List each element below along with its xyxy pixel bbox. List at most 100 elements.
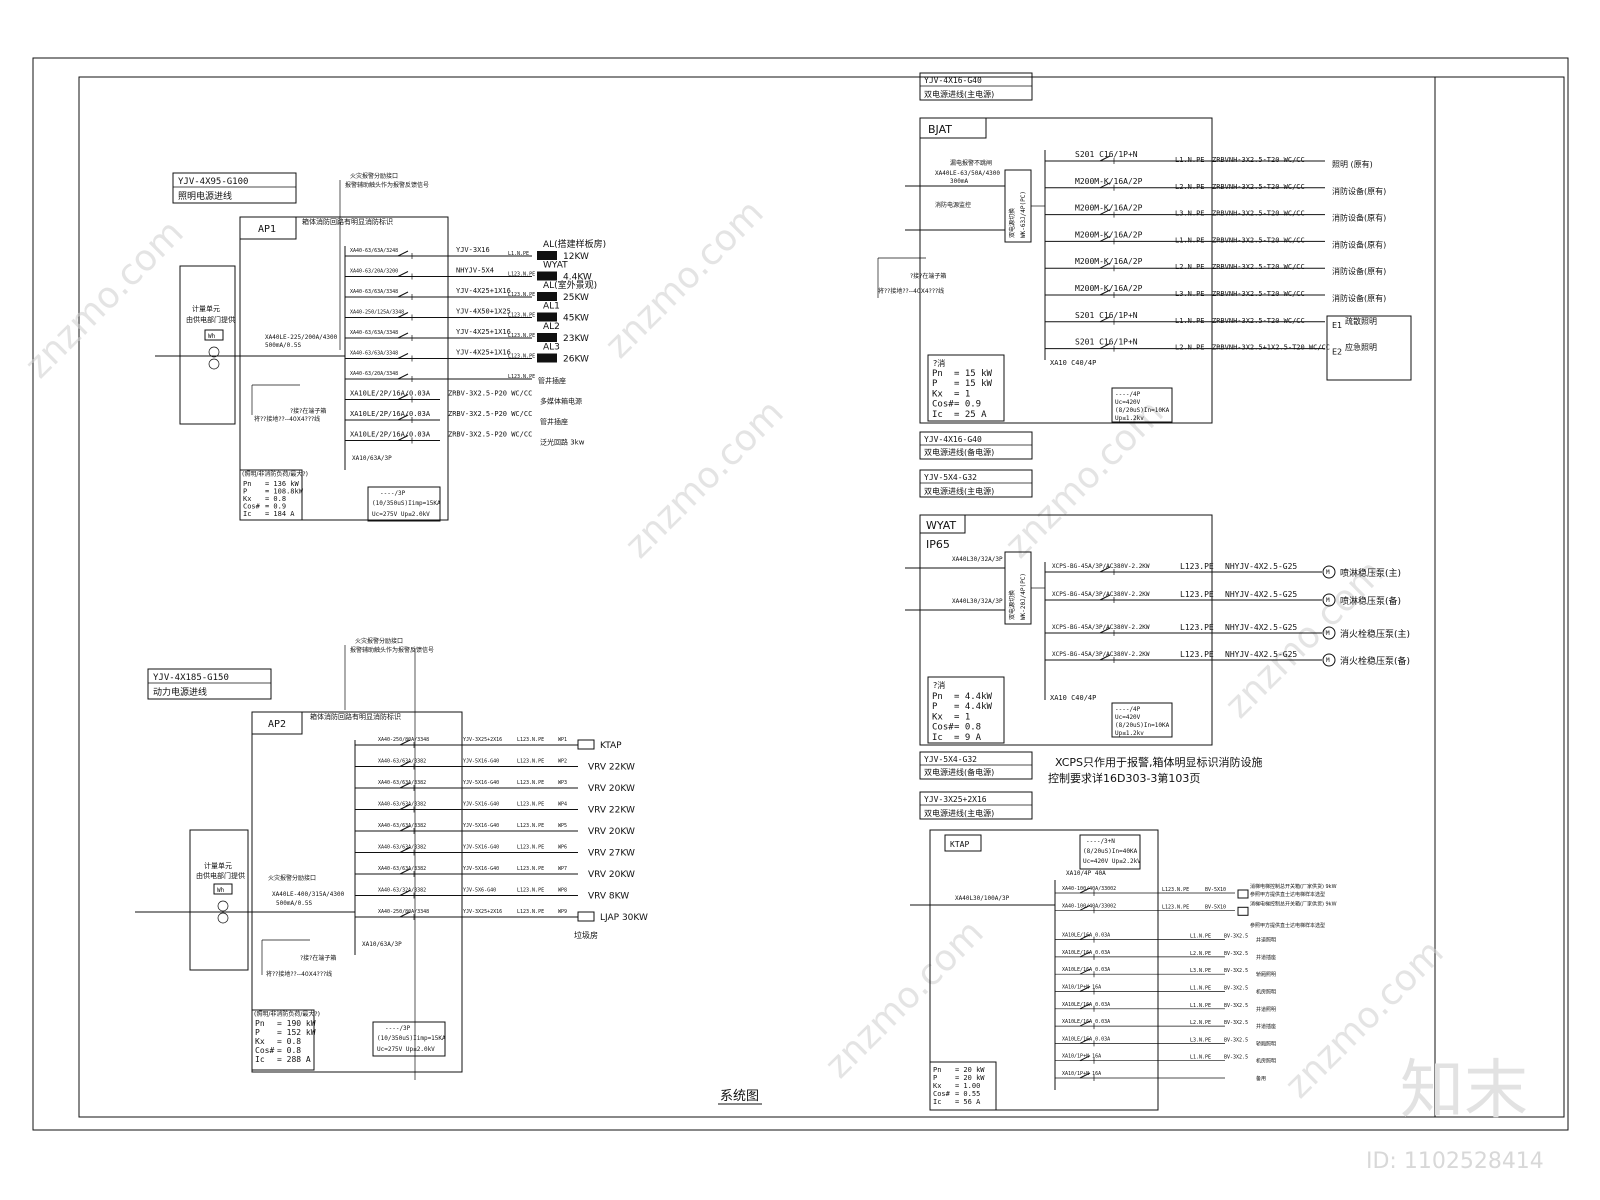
incoming-cable: YJV-4X185-G150 (153, 673, 229, 683)
circuit-phase: L2.N.PE (1175, 344, 1205, 352)
calc-key: Pn (243, 480, 251, 488)
calc-value: = 0.8 (277, 1037, 301, 1046)
circuit-cable: BV-3X2.5 (1224, 968, 1248, 974)
circuit-phase: L123.N.PE (1162, 904, 1189, 910)
circuit-load: VRV 20KW (588, 870, 635, 880)
circuit-load: AL(搭建样板房) (543, 238, 606, 250)
circuit-cable: NHYJV-4X2.5-G25 (1225, 562, 1297, 571)
spd-breaker: XA10/63A/3P (362, 941, 402, 948)
panel-label: BJAT (928, 123, 952, 136)
circuit-cable: YJV-5X16-G40 (463, 845, 499, 851)
circuit-phase: L123.N.PE (508, 313, 535, 319)
circuit-breaker: XCPS-BG-45A/3P/AC380V-2.2KW (1052, 624, 1150, 631)
leak-note: 300mA (950, 178, 968, 185)
circuit-breaker: XA40-63/63A/3382 (378, 866, 426, 872)
circuit-load: 喷淋稳压泵(备) (1340, 595, 1401, 607)
panel-wyat: YJV-5X4-G32 双电源进线(主电源) WYAT IP65 XA40L30… (905, 469, 1410, 785)
circuit-breaker: S201 C16/1P+N (1075, 311, 1138, 320)
breaker-symbol (399, 868, 411, 875)
circuit-code: WP7 (558, 866, 567, 872)
panel-header-note: 箱体消防回路有明显消防标识 (302, 217, 393, 226)
watermark-text: znzmo.com (817, 912, 991, 1086)
breaker-symbol (1099, 594, 1111, 601)
circuit-phase: L123.PE (1180, 650, 1214, 659)
circuit-load: 机房照明 (1256, 1058, 1276, 1065)
circuit-breaker: XA10LE/16A 0.03A (1062, 1002, 1110, 1008)
breaker-symbol (1079, 1020, 1091, 1027)
load-marker (537, 271, 557, 281)
breaker-symbol (1079, 1055, 1091, 1062)
wh-meter (213, 883, 233, 895)
load-box (577, 911, 595, 922)
fire-note: 火灾报警分励接口 (268, 874, 316, 882)
calc-value: = 1.00 (955, 1082, 980, 1090)
panel-label-box (944, 834, 982, 852)
calc-value: = 1 (954, 389, 970, 399)
breaker-symbol (1099, 182, 1111, 189)
spd-spec: (10/350uS)Iimp=15KA (372, 500, 441, 507)
drawing-title: 系统图 (720, 1089, 759, 1104)
wh-meter-label: Wh (217, 887, 225, 894)
circuit-cable: YJV-5X16-G40 (463, 802, 499, 808)
circuit-phase: L1.N.PE (1190, 986, 1211, 992)
circuit-breaker: XA10LE/16A 0.03A (1062, 933, 1110, 939)
ats-side: 双电源切换 (1008, 208, 1016, 238)
circuit-phase: L1.N.PE (1190, 934, 1211, 940)
circuit-breaker: XA10LE/16A 0.03A (1062, 1036, 1110, 1042)
calc-value: = 152 kW (277, 1028, 316, 1037)
circuit-load: VRV 22KW (588, 763, 635, 773)
circuit-breaker: M200M-K/16A/2P (1075, 257, 1143, 266)
breaker-symbol (397, 312, 409, 318)
circuit-load: LJAP 30KW (600, 913, 648, 923)
circuit-breaker: XA40-250/125A/3348 (350, 310, 404, 316)
breaker-symbol (1079, 904, 1091, 911)
circuit-phase: L3.N.PE (1190, 968, 1211, 974)
circuit-cable: NHYJV-5X4 (456, 267, 494, 275)
fire-note: 火灾报警分励接口 (350, 172, 398, 180)
breaker-symbol (399, 890, 411, 896)
circuit-breaker: S201 C16/1P+N (1075, 338, 1138, 347)
outer-frame (32, 57, 1569, 1131)
circuit-cable: ZRBVNH-3X2.5-T20 WC/CC (1212, 290, 1305, 298)
spd-breaker: XA10 C40/4P (1050, 694, 1096, 702)
calc-key: Cos# (243, 503, 261, 511)
panel-label-box (251, 711, 303, 735)
circuit-load: 井道插座 (1256, 954, 1276, 961)
circuit-breaker: XA40-250/80A/3348 (378, 909, 429, 915)
panel-enclosure (929, 829, 1159, 1111)
breaker-symbol (399, 782, 411, 789)
load-marker (537, 292, 557, 301)
circuit-power: 26KW (563, 355, 589, 365)
breaker-symbol (1079, 1003, 1091, 1010)
circuit-phase: L1.N.PE (1175, 317, 1205, 325)
circuit-load: 消火栓稳压泵(主) (1340, 628, 1410, 640)
calc-key: Kx (243, 495, 251, 503)
circuit-phase: L1.N.PE (1190, 1003, 1211, 1009)
panel-enclosure (239, 216, 449, 521)
calc-key: P (932, 702, 938, 712)
incoming-breaker: XA40L30/32A/3P (952, 556, 1003, 563)
incoming-desc: 照明电源进线 (178, 190, 232, 202)
circuit-cable: YJV-5X16-G40 (463, 780, 499, 786)
motor-symbol (1322, 626, 1336, 640)
circuit-phase: L1.N.PE (1175, 236, 1205, 244)
spd-spec: (8/20uS)In=10KA (1115, 407, 1170, 414)
circuit-load: 井道照明 (1256, 1006, 1276, 1013)
calc-key: Cos# (932, 400, 954, 410)
breaker-symbol (1099, 262, 1111, 269)
circuit-phase: L3.N.PE (1175, 210, 1205, 218)
breaker-symbol (397, 291, 409, 298)
circuit-breaker: XCPS-BG-45A/3P/AC380V-2.2KW (1052, 563, 1150, 570)
calc-value: = 56 A (955, 1098, 981, 1106)
calc-key: P (932, 379, 938, 389)
load-calc-box (239, 469, 303, 521)
panel-label-box (919, 117, 987, 139)
spd-spec: Uc=275V Up≤2.0kV (372, 511, 430, 518)
incoming-backup-desc: 双电源进线(备电源) (924, 447, 994, 457)
circuit-load: VRV 20KW (588, 827, 635, 837)
evac-lighting: 疏散照明 (1345, 316, 1377, 326)
calc-value: = 0.8 (265, 495, 286, 503)
